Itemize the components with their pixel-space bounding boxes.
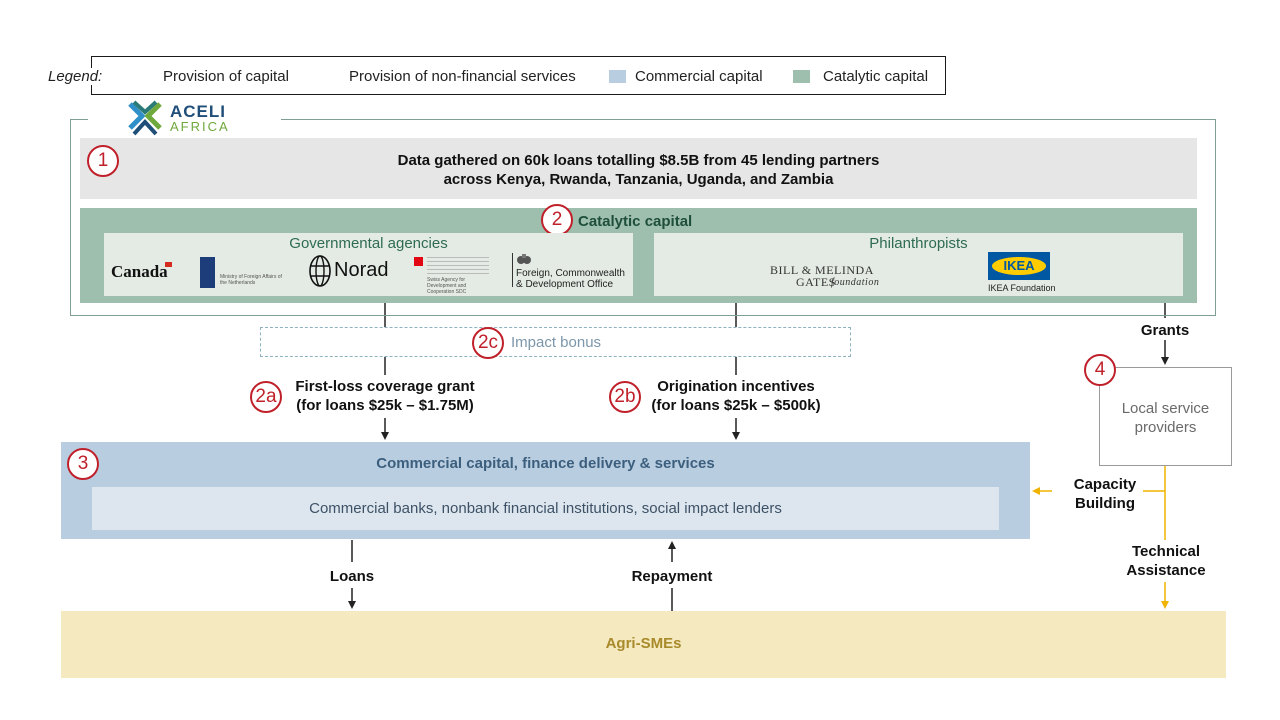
step-2c-badge: 2c <box>472 327 504 359</box>
step-2-badge: 2 <box>541 204 573 236</box>
origination-label: Origination incentives (for loans $25k –… <box>638 377 834 415</box>
netherlands-crest-icon <box>200 257 215 288</box>
fcdo-logo-line-1: Foreign, Commonwealth <box>516 268 625 279</box>
aceli-logo: ACELI AFRICA <box>88 100 281 138</box>
legend-title: Legend: <box>48 68 109 85</box>
local-line-1: Local service <box>1121 400 1210 417</box>
origination-line-1: Origination incentives <box>657 378 815 395</box>
first-loss-line-2: (for loans $25k – $1.75M) <box>296 397 474 414</box>
philanthropists-box: Philanthropists BILL & MELINDA GATES fou… <box>654 233 1183 296</box>
step-2b-badge: 2b <box>609 381 641 413</box>
fcdo-logo-line-2: & Development Office <box>516 279 614 290</box>
norad-globe-icon <box>309 255 331 287</box>
agri-smes-box: Agri-SMEs <box>61 611 1226 678</box>
aceli-mark-icon <box>128 100 162 136</box>
first-loss-label: First-loss coverage grant (for loans $25… <box>280 377 490 415</box>
swiss-logo-lines <box>427 257 489 275</box>
aceli-frame <box>70 119 1216 316</box>
capacity-line-1: Capacity <box>1073 476 1137 493</box>
legend-commercial-swatch <box>609 70 626 83</box>
governmental-agencies-box: Governmental agencies Canada Ministry of… <box>104 233 633 296</box>
technical-assistance-label: Technical Assistance <box>1115 542 1217 580</box>
commercial-capital-title: Commercial capital, finance delivery & s… <box>376 455 715 472</box>
grants-label: Grants <box>1140 322 1190 339</box>
royal-crest-icon <box>517 254 531 264</box>
step-3-badge: 3 <box>67 448 99 480</box>
swiss-logo-text: Swiss Agency for Development and Coopera… <box>427 277 467 295</box>
norad-logo: Norad <box>334 259 389 281</box>
technical-line-1: Technical <box>1131 543 1201 560</box>
swiss-flag-icon <box>414 257 423 266</box>
legend-commercial-label: Commercial capital <box>635 68 763 85</box>
legend-catalytic-label: Catalytic capital <box>823 68 929 85</box>
governmental-agencies-title: Governmental agencies <box>289 235 448 252</box>
data-gathered-line-1: Data gathered on 60k loans totalling $8.… <box>397 152 880 169</box>
capacity-line-2: Building <box>1075 495 1135 512</box>
step-4-badge: 4 <box>1084 354 1116 386</box>
canada-logo: Canada <box>111 262 168 281</box>
legend-capital-label: Provision of capital <box>163 68 289 85</box>
legend-services-label: Provision of non-financial services <box>349 68 576 85</box>
ikea-logo: IKEA <box>988 252 1050 280</box>
local-line-2: providers <box>1134 419 1197 436</box>
step-1-badge: 1 <box>87 145 119 177</box>
catalytic-capital-title: Catalytic capital <box>578 213 693 230</box>
canada-flag-icon <box>165 262 172 267</box>
ikea-logo-word: IKEA <box>992 257 1046 275</box>
philanthropists-title: Philanthropists <box>869 235 968 252</box>
lenders-box: Commercial banks, nonbank financial inst… <box>92 487 999 530</box>
gates-logo-line-2: GATES <box>796 275 836 289</box>
data-gathered-box: Data gathered on 60k loans totalling $8.… <box>80 138 1197 199</box>
fcdo-divider <box>512 253 513 287</box>
aceli-logo-sub: AFRICA <box>170 119 230 134</box>
step-2a-badge: 2a <box>250 381 282 413</box>
lenders-label: Commercial banks, nonbank financial inst… <box>309 500 782 517</box>
local-service-providers-box: Local service providers <box>1099 367 1232 466</box>
origination-line-2: (for loans $25k – $500k) <box>651 397 821 414</box>
agri-smes-label: Agri-SMEs <box>605 635 682 652</box>
impact-bonus-box: Impact bonus <box>260 327 851 357</box>
netherlands-logo-text: Ministry of Foreign Affairs of the Nethe… <box>220 274 282 286</box>
data-gathered-line-2: across Kenya, Rwanda, Tanzania, Uganda, … <box>443 171 834 188</box>
repayment-label: Repayment <box>631 568 713 585</box>
gates-logo-line-3: foundation <box>831 277 880 288</box>
capacity-building-label: Capacity Building <box>1058 475 1152 513</box>
gates-logo-line-1: BILL & MELINDA <box>770 263 874 277</box>
legend-catalytic-swatch <box>793 70 810 83</box>
ikea-foundation-text: IKEA Foundation <box>988 283 1056 293</box>
local-service-providers-label: Local service providers <box>1100 399 1231 437</box>
technical-line-2: Assistance <box>1126 562 1206 579</box>
aceli-logo-word: ACELI <box>170 102 226 121</box>
first-loss-line-1: First-loss coverage grant <box>295 378 475 395</box>
loans-label: Loans <box>329 568 375 585</box>
impact-bonus-label: Impact bonus <box>511 334 602 351</box>
